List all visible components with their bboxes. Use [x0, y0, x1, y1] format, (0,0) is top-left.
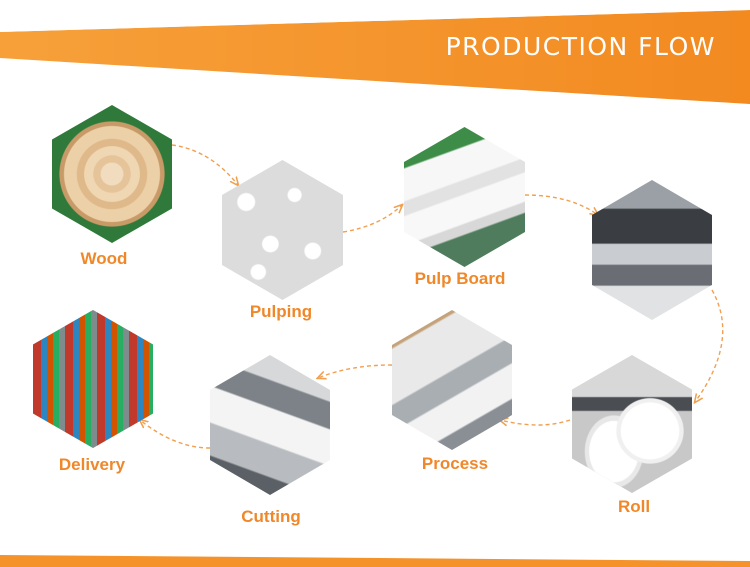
arrow-process-cutting — [318, 364, 393, 378]
arrow-roll-process2 — [500, 420, 571, 425]
step-label-pulp-board: Pulp Board — [414, 269, 506, 288]
step-label-roll: Roll — [617, 497, 651, 516]
arrow-cutting-delivery — [140, 420, 211, 449]
wood-cross-section-image — [52, 105, 172, 243]
arrow-roll-process — [695, 289, 724, 402]
step-label-pulping: Pulping — [249, 302, 313, 321]
process-machine-image — [392, 310, 512, 450]
step-label-delivery: Delivery — [58, 455, 126, 474]
arrow-pulping-pulpboard — [342, 205, 402, 233]
step-label-cutting: Cutting — [241, 507, 301, 526]
header-banner — [0, 0, 750, 104]
roll-image — [592, 180, 712, 320]
cutting-machine-image — [210, 355, 330, 495]
step-label-wood: Wood — [80, 249, 128, 268]
footer-bar — [0, 555, 750, 567]
step-label-process: Process — [421, 454, 489, 473]
page-title: PRODUCTION FLOW — [445, 32, 716, 61]
arrow-wood-pulping — [171, 144, 238, 185]
delivery-containers-image — [33, 310, 153, 448]
paper-rolls-image — [572, 355, 692, 493]
pulp-board-image — [404, 127, 525, 267]
pulp-pellets-image — [222, 160, 343, 300]
arrow-pulpboard-roll — [524, 194, 598, 215]
